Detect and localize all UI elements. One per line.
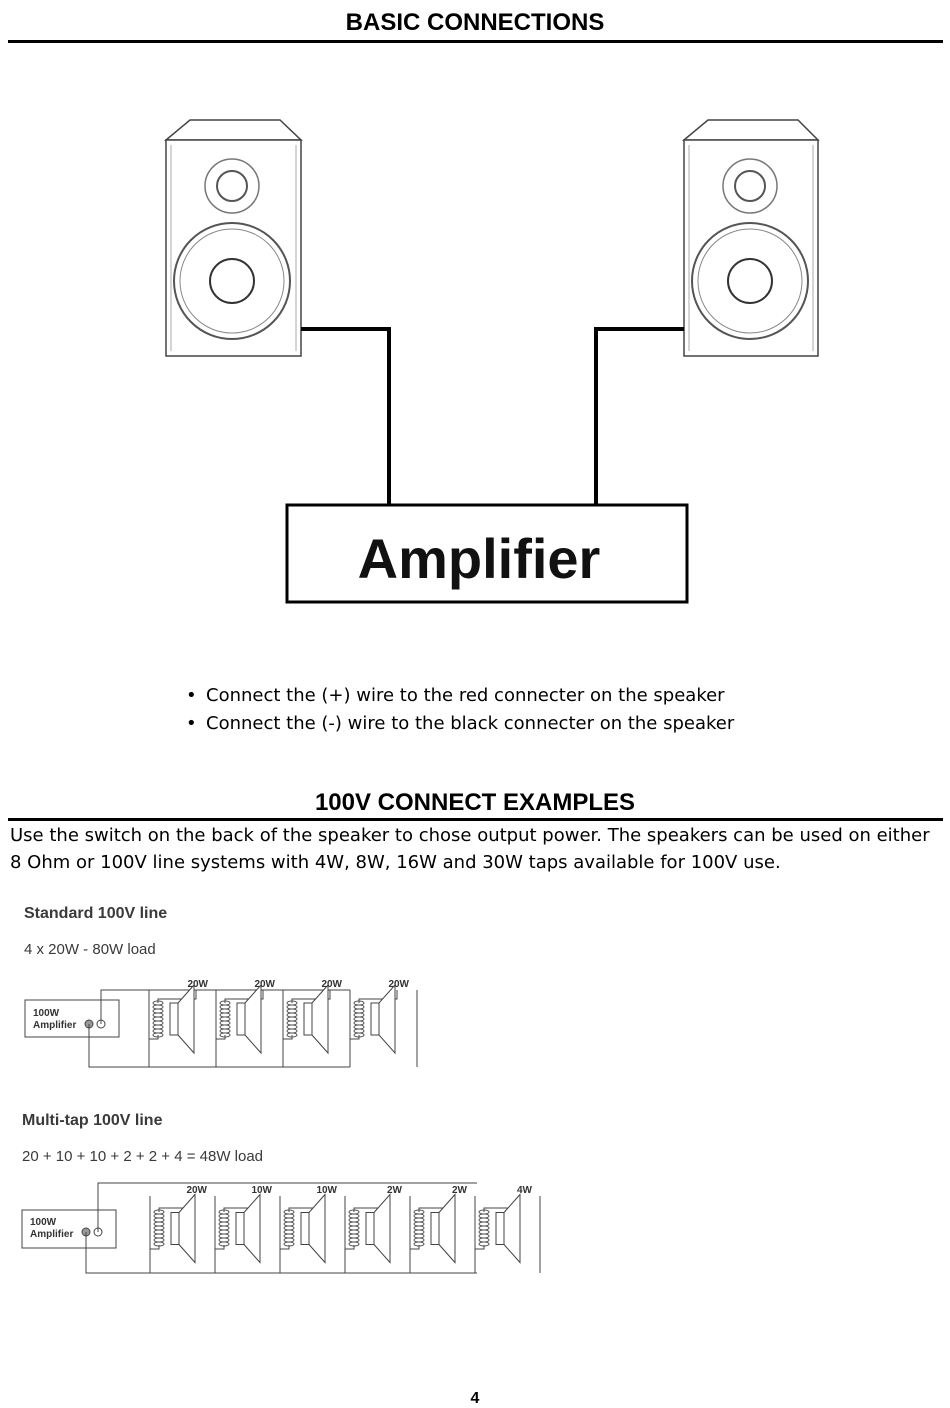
multitap-line-diagram: 100W Amplifier 20W 10W 10W 2W 2W 4W (21, 1182, 541, 1274)
multitap-example-title: Multi-tap 100V line (22, 1112, 163, 1129)
section-title: 100V CONNECT EXAMPLES (314, 789, 636, 816)
speaker-icon (169, 983, 195, 1055)
speaker-icon (365, 1193, 391, 1264)
transformer-icon (353, 1000, 365, 1038)
section-paragraph: Use the switch on the back of the speake… (10, 825, 930, 873)
tap-label: 2W (452, 1185, 468, 1196)
transformer-icon (348, 1209, 360, 1247)
instruction-item: Connect the (-) wire to the black connec… (186, 710, 734, 738)
tap-label: 4W (517, 1185, 533, 1196)
right-speaker-icon (681, 119, 820, 357)
speaker-icon (430, 1193, 456, 1264)
speaker-icon (170, 1193, 196, 1264)
speaker-icon (303, 983, 329, 1055)
amp-label-line2: Amplifier (33, 1020, 76, 1031)
left-speaker-wire (301, 327, 391, 505)
standard-example-title: Standard 100V line (24, 905, 168, 922)
amplifier-label: Amplifier (358, 527, 601, 590)
speaker-icon (300, 1193, 326, 1264)
transformer-icon (219, 1000, 231, 1038)
section-underline (8, 818, 943, 821)
instruction-item: Connect the (+) wire to the red connecte… (186, 682, 734, 710)
tap-label: 10W (316, 1185, 337, 1196)
instruction-list: Connect the (+) wire to the red connecte… (186, 682, 734, 738)
tap-label: 20W (321, 979, 342, 990)
speaker-icon (370, 983, 396, 1055)
transformer-icon (283, 1209, 295, 1247)
page-title: BASIC CONNECTIONS (345, 9, 605, 36)
speaker-icon (236, 983, 262, 1055)
speaker-icon (495, 1193, 521, 1264)
amp-label-line2: Amplifier (30, 1229, 73, 1240)
transformer-icon (478, 1209, 490, 1247)
tap-label: 20W (254, 979, 275, 990)
tap-label: 20W (187, 979, 208, 990)
transformer-icon (286, 1000, 298, 1038)
standard-line-diagram: 100W Amplifier 20W 20W 20W 20W (24, 979, 418, 1068)
speaker-icon (235, 1193, 261, 1264)
left-speaker-icon (163, 119, 303, 357)
right-speaker-wire (594, 327, 684, 505)
transformer-icon (218, 1209, 230, 1247)
amplifier-box (285, 503, 689, 604)
amp-label-line1: 100W (33, 1008, 60, 1019)
tap-label: 2W (387, 1185, 403, 1196)
amp-label-line1: 100W (30, 1217, 57, 1228)
transformer-icon (153, 1209, 165, 1247)
basic-connection-diagram: Amplifier (163, 119, 820, 604)
page-number: 4 (470, 1390, 480, 1407)
transformer-icon (413, 1209, 425, 1247)
tap-label: 20W (388, 979, 409, 990)
title-underline (8, 40, 943, 43)
multitap-example-load: 20 + 10 + 10 + 2 + 2 + 4 = 48W load (22, 1148, 264, 1165)
tap-label: 20W (186, 1185, 207, 1196)
tap-label: 10W (251, 1185, 272, 1196)
standard-example-load: 4 x 20W - 80W load (24, 941, 156, 958)
transformer-icon (152, 1000, 164, 1038)
